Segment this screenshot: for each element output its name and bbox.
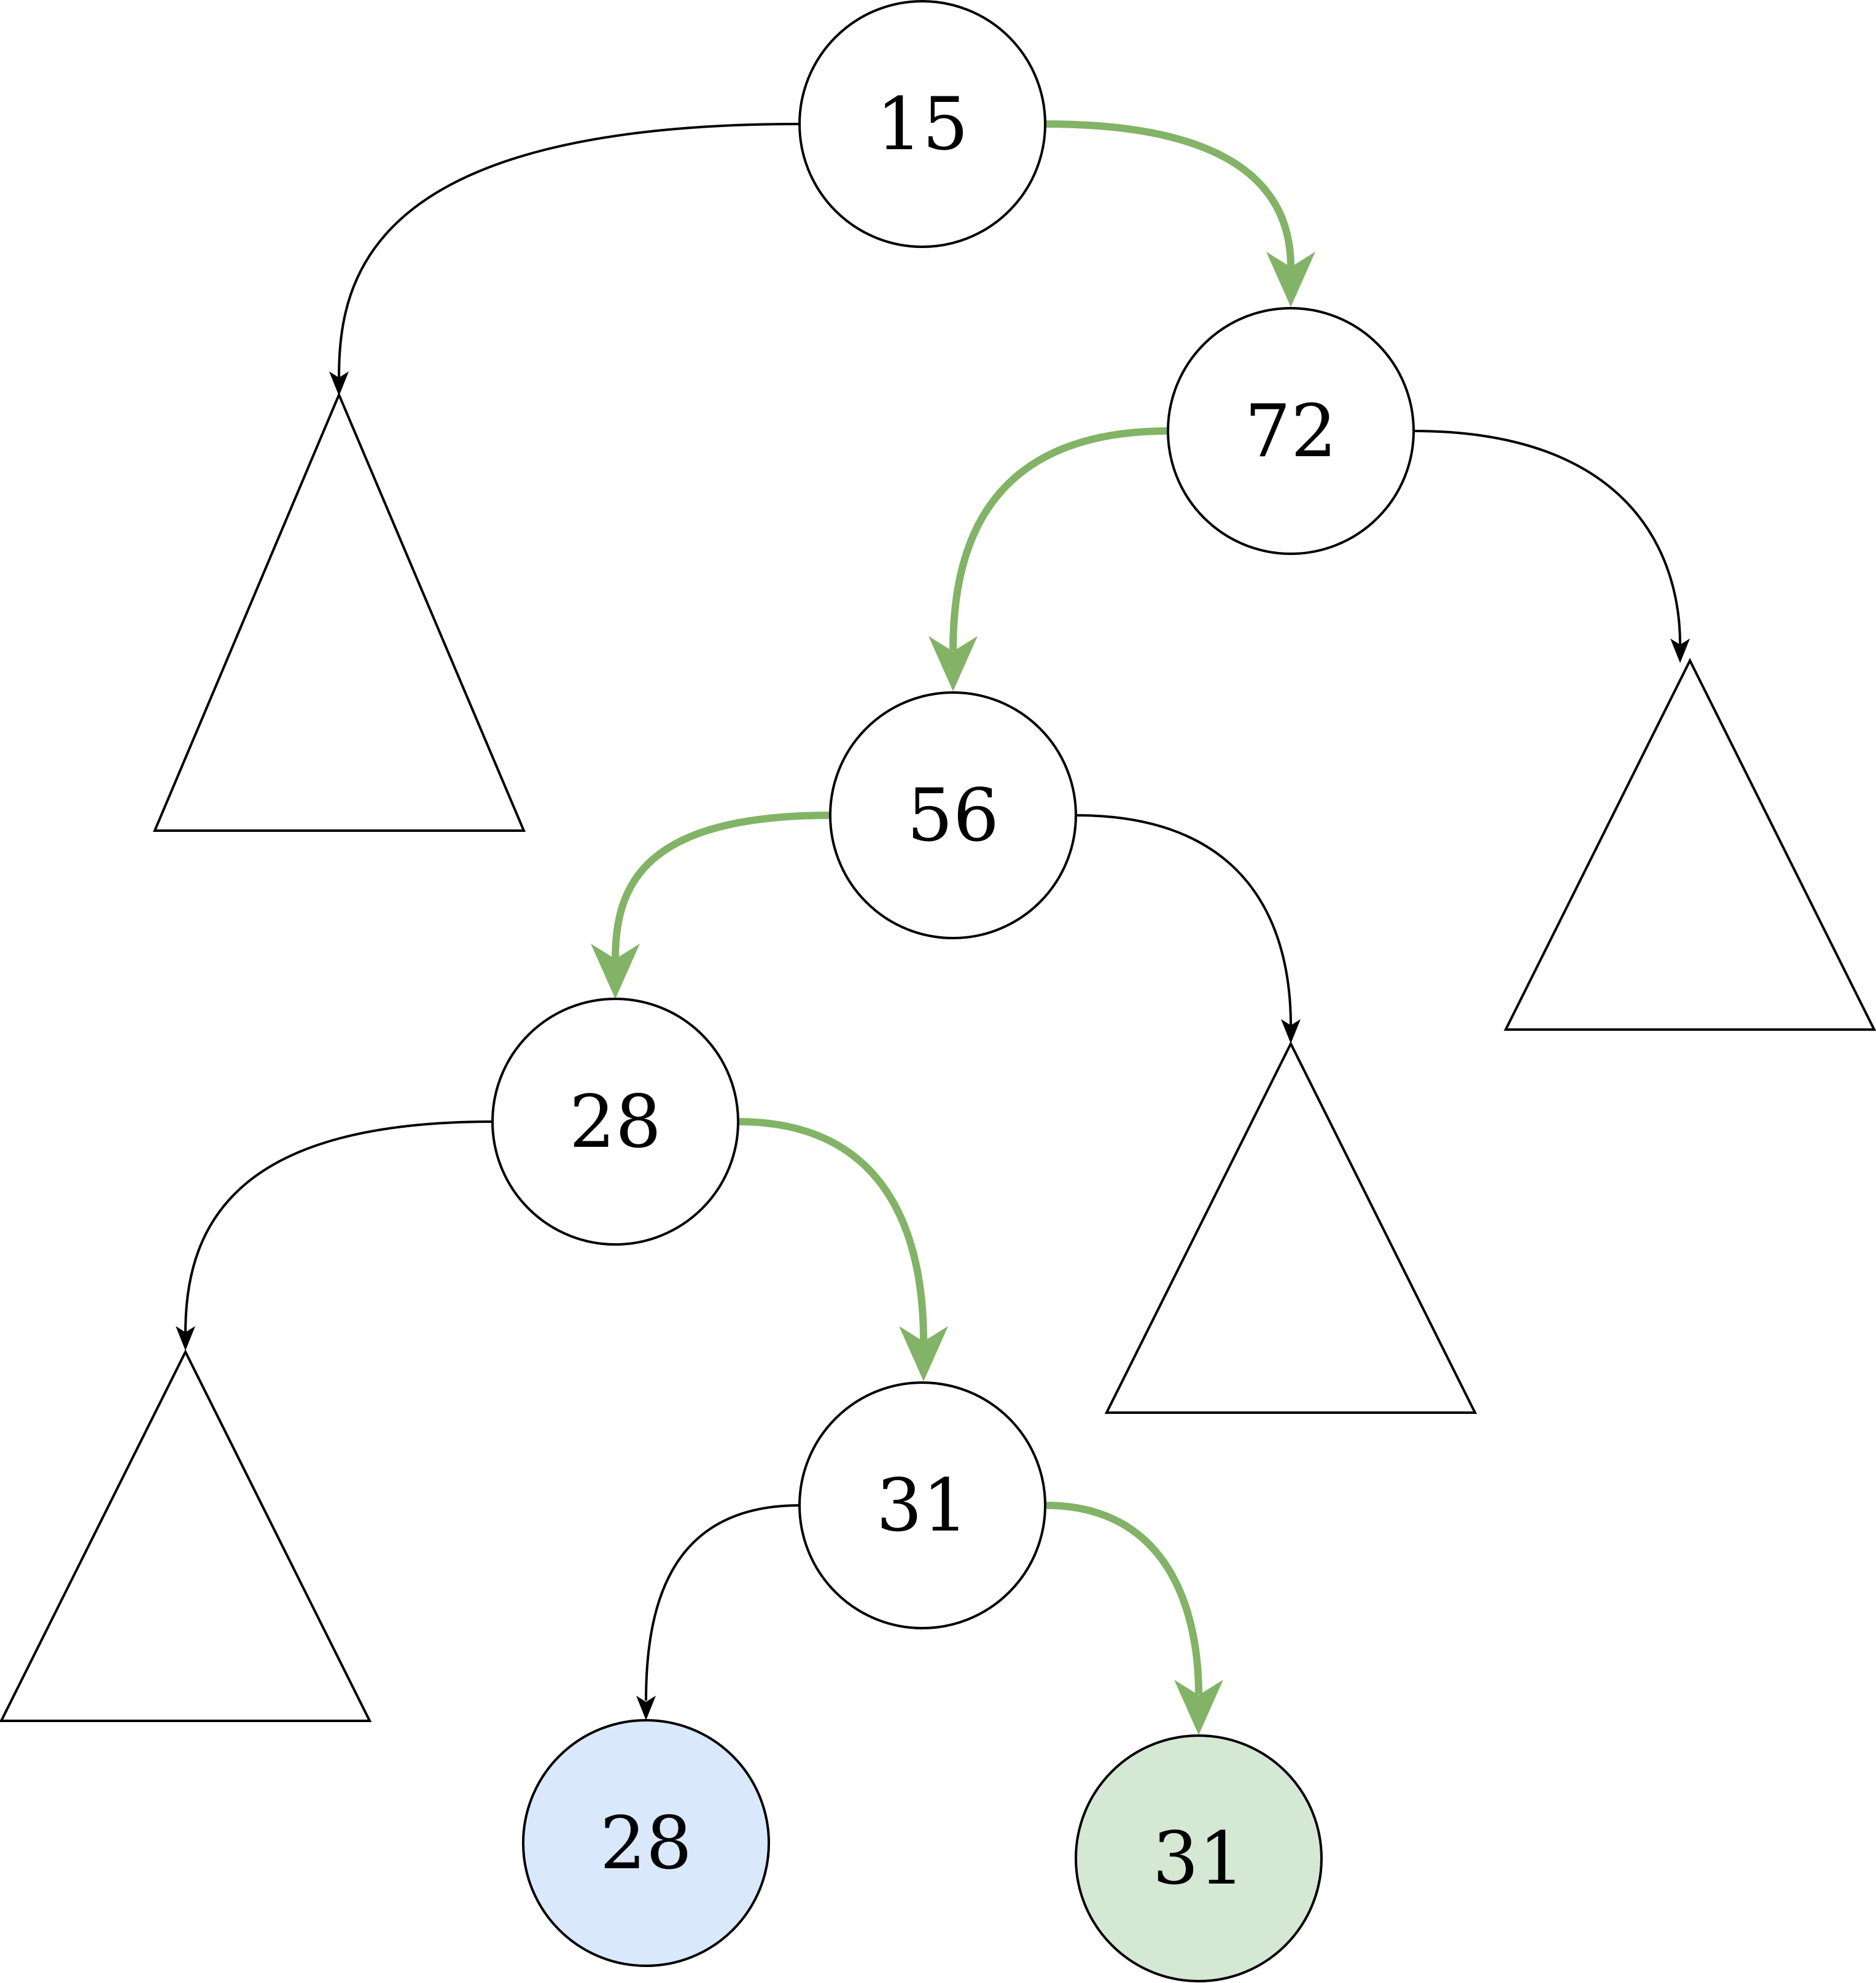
tree-node-15: 15 xyxy=(798,0,1046,248)
subtree-72-right xyxy=(1503,658,1876,1031)
edge-72-to-right-subtree xyxy=(1413,430,1681,645)
node-circle xyxy=(798,0,1046,248)
edge-56-to-right-subtree xyxy=(1076,814,1292,1026)
node-label: 28 xyxy=(600,1801,692,1885)
edge-15-to-left-subtree xyxy=(338,123,800,378)
arrowhead-28-left xyxy=(176,1326,195,1351)
arrowhead-31-to-31-leaf xyxy=(1174,1680,1223,1735)
leaf-node-28-blue: 28 xyxy=(522,1719,770,1967)
edge-28-to-31 xyxy=(738,1118,927,1342)
edge-72-to-56 xyxy=(949,427,1169,651)
node-label: 72 xyxy=(1245,389,1337,473)
highlighted-path-edges xyxy=(591,120,1315,1735)
tree-node-56: 56 xyxy=(829,691,1077,939)
arrowhead-72-to-56 xyxy=(928,636,978,691)
edge-28-to-left-subtree xyxy=(184,1120,493,1333)
node-label: 28 xyxy=(569,1079,661,1164)
node-label: 56 xyxy=(907,773,999,858)
node-circle xyxy=(1167,307,1415,555)
arrowhead-28-to-31 xyxy=(899,1326,948,1381)
node-label: 31 xyxy=(1153,1816,1245,1901)
arrowhead-15-left xyxy=(329,371,349,396)
tree-node-31: 31 xyxy=(798,1381,1046,1629)
arrowhead-72-right xyxy=(1670,638,1690,663)
edge-15-to-72 xyxy=(1045,120,1294,268)
subtree-28-left xyxy=(0,1349,372,1722)
node-circle xyxy=(798,1381,1046,1629)
edge-31-to-28-leaf xyxy=(645,1504,800,1701)
tree-node-28: 28 xyxy=(491,998,739,1246)
subtree-56-right xyxy=(1104,1041,1477,1414)
edge-56-to-28 xyxy=(612,812,831,960)
node-label: 15 xyxy=(876,82,968,166)
arrowhead-56-to-28 xyxy=(591,944,640,999)
normal-edges xyxy=(176,123,1690,1720)
arrowhead-31-to-28-leaf xyxy=(636,1696,656,1720)
node-label: 31 xyxy=(876,1463,968,1548)
node-circle xyxy=(491,998,739,1246)
node-circle xyxy=(1075,1734,1323,1982)
arrowhead-56-right xyxy=(1281,1019,1301,1044)
subtree-15-left xyxy=(152,391,526,832)
node-circle xyxy=(829,691,1077,939)
tree-node-72: 72 xyxy=(1167,307,1415,555)
node-circle xyxy=(522,1719,770,1967)
leaf-node-31-green: 31 xyxy=(1075,1734,1323,1982)
arrowhead-15-to-72 xyxy=(1266,252,1315,307)
edge-31-to-31-leaf xyxy=(1045,1502,1202,1695)
